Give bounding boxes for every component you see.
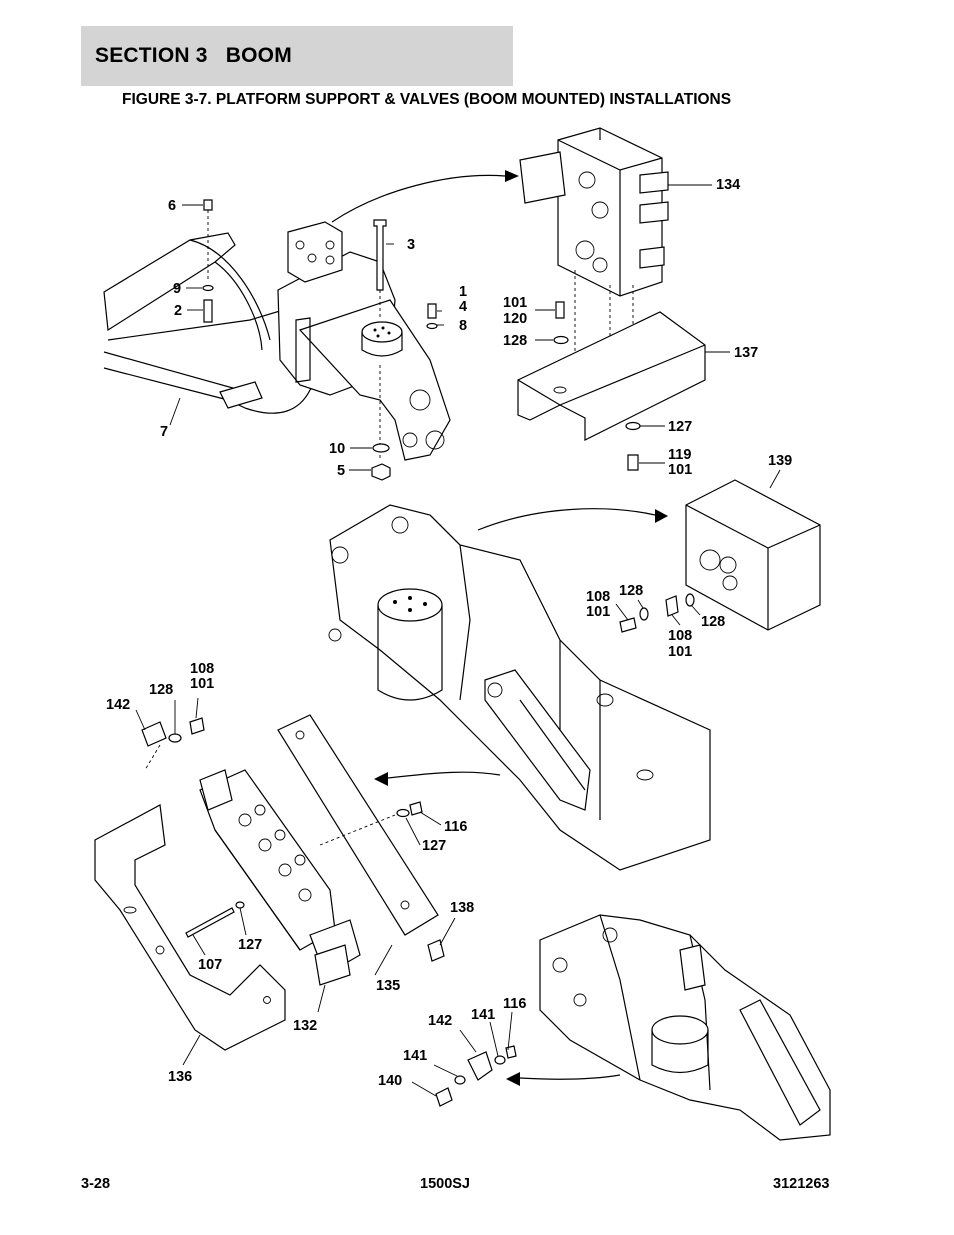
footer-page-number: 3-28 (81, 1176, 111, 1192)
footer-doc-number: 3121263 (773, 1176, 830, 1192)
callout-101: 101 (190, 676, 214, 692)
callout-128: 128 (701, 614, 725, 630)
boom-frame-assembly (328, 479, 821, 871)
boom-detail-assembly (435, 914, 831, 1141)
callout-119: 119 (668, 447, 691, 463)
callout-141: 141 (471, 1007, 495, 1023)
callout-108: 108 (586, 589, 610, 605)
valve-132-assembly (94, 714, 445, 1051)
callout-134: 134 (716, 177, 740, 193)
callout-140: 140 (378, 1073, 402, 1089)
callout-108: 108 (668, 628, 692, 644)
callout-116: 116 (444, 819, 467, 835)
callout-1: 1 (459, 284, 467, 300)
callout-4: 4 (459, 299, 467, 315)
callout-138: 138 (450, 900, 474, 916)
section-header: SECTION 3 BOOM (81, 26, 513, 86)
callout-142: 142 (106, 697, 130, 713)
leader-lines (135, 184, 781, 1097)
callout-8: 8 (459, 318, 467, 334)
platform-support-assembly (103, 170, 519, 481)
callout-139: 139 (768, 453, 792, 469)
footer-model: 1500SJ (420, 1176, 470, 1192)
callout-127: 127 (238, 937, 262, 953)
callout-128: 128 (149, 682, 173, 698)
callout-107: 107 (198, 957, 222, 973)
figure-title: FIGURE 3-7. PLATFORM SUPPORT & VALVES (B… (122, 91, 732, 108)
valve-bracket-assembly (517, 127, 706, 471)
callout-135: 135 (376, 978, 400, 994)
callout-128: 128 (619, 583, 643, 599)
callout-128: 128 (503, 333, 527, 349)
callout-127: 127 (668, 419, 692, 435)
callout-101: 101 (668, 644, 692, 660)
callout-116: 116 (503, 996, 526, 1012)
callout-6: 6 (168, 198, 176, 214)
callout-136: 136 (168, 1069, 192, 1085)
callout-108: 108 (190, 661, 214, 677)
callout-5: 5 (337, 463, 345, 479)
callout-101: 101 (503, 295, 527, 311)
callout-141: 141 (403, 1048, 427, 1064)
callout-132: 132 (293, 1018, 317, 1034)
callout-120: 120 (503, 311, 527, 327)
callout-7: 7 (160, 424, 168, 440)
callout-labels: 6 3 9 2 1 4 8 7 10 5 134 101 120 128 137… (106, 177, 792, 1089)
callout-9: 9 (173, 281, 181, 297)
callout-142: 142 (428, 1013, 452, 1029)
callout-137: 137 (734, 345, 758, 361)
callout-10: 10 (329, 441, 345, 457)
callout-101: 101 (668, 462, 692, 478)
callout-101: 101 (586, 604, 610, 620)
callout-127: 127 (422, 838, 446, 854)
callout-2: 2 (174, 303, 182, 319)
callout-3: 3 (407, 237, 415, 253)
section-title: SECTION 3 BOOM (95, 44, 292, 67)
